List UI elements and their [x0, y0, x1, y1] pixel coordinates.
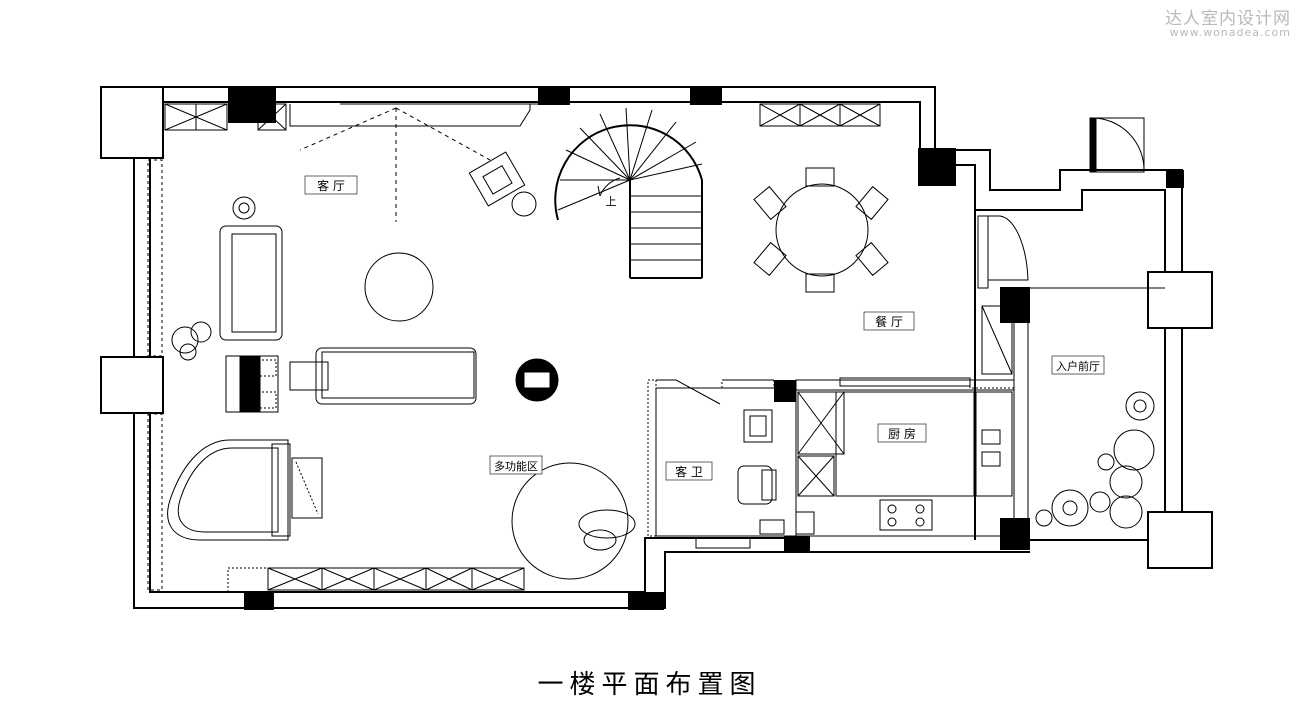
label-stair-up: 上: [606, 195, 617, 208]
entry-cabinet: [981, 299, 1029, 521]
watermark-url: www.wonadea.com: [1169, 26, 1291, 39]
label-kitchen: 厨 房: [888, 426, 916, 441]
grand-piano: [167, 439, 323, 541]
label-guest-bath: 客 卫: [675, 464, 703, 479]
left-window-strip: [147, 159, 163, 591]
entry-doors: [977, 117, 1145, 289]
wall-pier: [1147, 271, 1213, 329]
label-multi: 多功能区: [494, 459, 538, 473]
plant-left: [171, 321, 212, 361]
top-cabinets: [164, 103, 881, 131]
label-living: 客 厅: [317, 178, 345, 193]
side-table: [515, 358, 559, 402]
stair-treads: [557, 107, 703, 261]
structural-columns: [228, 87, 1184, 610]
fireplace: [225, 355, 279, 413]
round-rug: [511, 462, 636, 580]
tv-projection: [289, 103, 540, 222]
living-sofa: [219, 196, 477, 405]
wall-pier: [1147, 511, 1213, 569]
label-entry: 入户前厅: [1056, 359, 1100, 373]
corner-column: [100, 86, 164, 159]
bottom-cabinets: [227, 567, 525, 593]
wall-pier: [100, 356, 164, 414]
lounge-chair: [468, 151, 537, 217]
room-labels: 客 厅 餐 厅 入户前厅 厨 房 客 卫 多功能区 上: [304, 175, 1105, 481]
label-dining: 餐 厅: [875, 314, 903, 329]
watermark-brand: 达人室内设计网: [1165, 9, 1291, 29]
kitchen: [795, 377, 1015, 537]
entry-plants: [1035, 391, 1155, 529]
dining-table: [753, 167, 889, 293]
plan-title: 一楼平面布置图: [537, 670, 762, 700]
